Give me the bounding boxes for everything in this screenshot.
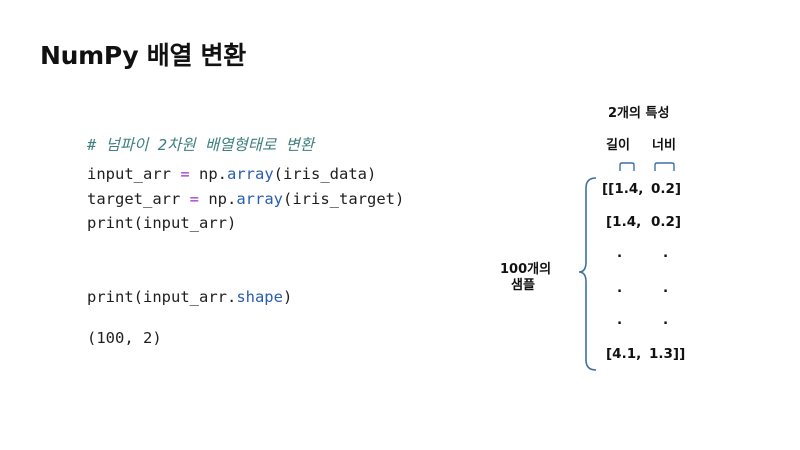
code-text: np. <box>189 165 227 183</box>
matrix-ellipsis-dot: . <box>617 312 623 328</box>
matrix-row1-col1: [[1.4, <box>602 181 644 197</box>
code-line-print-shape: print(input_arr.shape) <box>87 287 292 307</box>
matrix-ellipsis-dot: . <box>663 312 669 328</box>
code-line-print-input: print(input_arr) <box>87 214 237 232</box>
slide-title: NumPy 배열 변환 <box>40 41 246 70</box>
feature-width-label: 너비 <box>652 138 676 153</box>
code-comment: # 넘파이 2차원 배열형태로 변환 <box>87 136 315 154</box>
samples-label-line1: 100개의 <box>500 262 552 277</box>
matrix-ellipsis-dot: . <box>617 280 623 296</box>
samples-curly-brace <box>578 177 597 371</box>
matrix-row1-col2: 0.2] <box>651 181 682 197</box>
code-line-input-arr: input_arr = np.array(iris_data) <box>87 164 376 184</box>
matrix-ellipsis-dot: . <box>617 245 623 261</box>
code-text: print(input_arr. <box>87 288 237 306</box>
code-text: np. <box>199 190 237 208</box>
features-title: 2개의 특성 <box>608 106 670 121</box>
code-text: (iris_target) <box>283 190 405 208</box>
samples-label-line2: 샘플 <box>511 278 535 293</box>
matrix-ellipsis-dot: . <box>663 280 669 296</box>
code-operator: = <box>180 165 190 183</box>
code-text: input_arr <box>87 165 181 183</box>
code-text: (iris_data) <box>273 165 377 183</box>
matrix-row2-col2: 0.2] <box>651 214 682 230</box>
code-comment-line: # 넘파이 2차원 배열형태로 변환 <box>87 135 314 155</box>
code-text: ) <box>282 288 293 306</box>
matrix-last-col1: [4.1, <box>606 346 642 362</box>
code-line-target-arr: target_arr = np.array(iris_target) <box>87 189 404 209</box>
column-brace-length <box>619 162 635 171</box>
matrix-row2-col1: [1.4, <box>606 214 642 230</box>
matrix-ellipsis-dot: . <box>663 245 669 261</box>
code-function: array <box>227 165 274 183</box>
feature-length-label: 길이 <box>606 138 630 153</box>
code-text: target_arr <box>87 190 190 208</box>
code-operator: = <box>189 190 199 208</box>
code-attribute: shape <box>236 288 283 306</box>
matrix-last-col2: 1.3]] <box>649 346 686 362</box>
code-output: (100, 2) <box>87 329 162 347</box>
column-brace-width <box>654 162 675 171</box>
code-function: array <box>236 190 283 208</box>
